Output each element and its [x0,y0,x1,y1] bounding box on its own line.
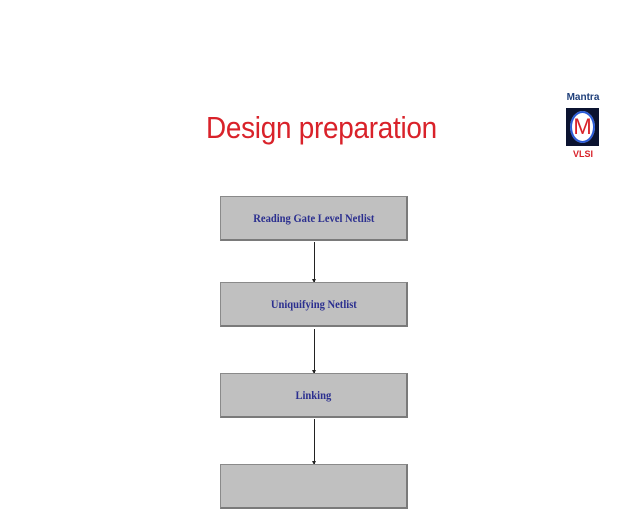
logo-letter: M [573,114,592,139]
flow-step-label: Uniquifying Netlist [270,296,357,311]
flow-step-uniquifying-netlist: Uniquifying Netlist [220,282,408,327]
logo-top-text: Mantra [566,92,600,103]
flow-arrow-icon [312,242,316,283]
slide-title: Design preparation [206,110,437,145]
flow-step-next [220,464,408,509]
flow-arrow-icon [312,329,316,374]
flow-arrow-icon [312,419,316,465]
logo-bottom-text: VLSI [572,149,593,159]
mantra-vlsi-logo: Mantra M VLSI [558,92,608,172]
flow-step-reading-netlist: Reading Gate Level Netlist [220,196,408,241]
logo-oval-icon: M [570,111,595,143]
logo-emblem: M [566,108,599,146]
flow-step-label: Reading Gate Level Netlist [252,210,375,225]
flow-step-linking: Linking [220,373,408,418]
flow-step-label: Linking [295,387,332,402]
